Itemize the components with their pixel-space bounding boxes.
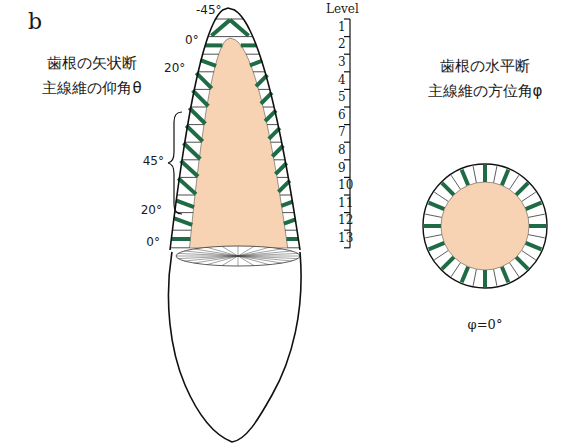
root-outline — [170, 8, 300, 250]
angle-bracket — [168, 112, 182, 214]
level-number: 1 — [338, 21, 346, 34]
root-dentin — [190, 38, 288, 248]
angle-label: -45° — [196, 4, 222, 17]
level-number: 4 — [338, 74, 346, 87]
scale-title: Level — [326, 3, 359, 16]
section-title: 歯根の矢状断 — [47, 55, 137, 72]
level-number: 10 — [338, 179, 353, 192]
level-number: 9 — [338, 162, 346, 175]
angle-label: 0° — [185, 34, 199, 47]
angle-label: 0° — [146, 236, 160, 249]
angle-label: 20° — [141, 204, 162, 217]
level-number: 5 — [338, 91, 346, 104]
level-number: 6 — [338, 109, 346, 122]
angle-label: 20° — [164, 62, 185, 75]
section-title: 歯根の水平断 — [440, 58, 530, 75]
horizontal-section — [423, 164, 547, 288]
root-ligament — [170, 8, 300, 250]
level-number: 3 — [338, 56, 346, 69]
level-number: 8 — [338, 144, 346, 157]
level-number: 2 — [338, 38, 346, 51]
angle-label: 45° — [143, 155, 164, 168]
level-number: 7 — [338, 126, 346, 139]
section-title: 主線維の方位角φ — [428, 83, 543, 100]
level-number: 11 — [338, 197, 353, 210]
crown-outline — [168, 252, 301, 442]
level-number: 13 — [338, 232, 353, 245]
angle-title: 主線維の仰角θ — [42, 80, 141, 97]
angle-label: φ=0° — [468, 318, 503, 332]
panel-letter: b — [28, 10, 42, 34]
cervical-section — [176, 246, 300, 266]
level-number: 12 — [338, 214, 353, 227]
